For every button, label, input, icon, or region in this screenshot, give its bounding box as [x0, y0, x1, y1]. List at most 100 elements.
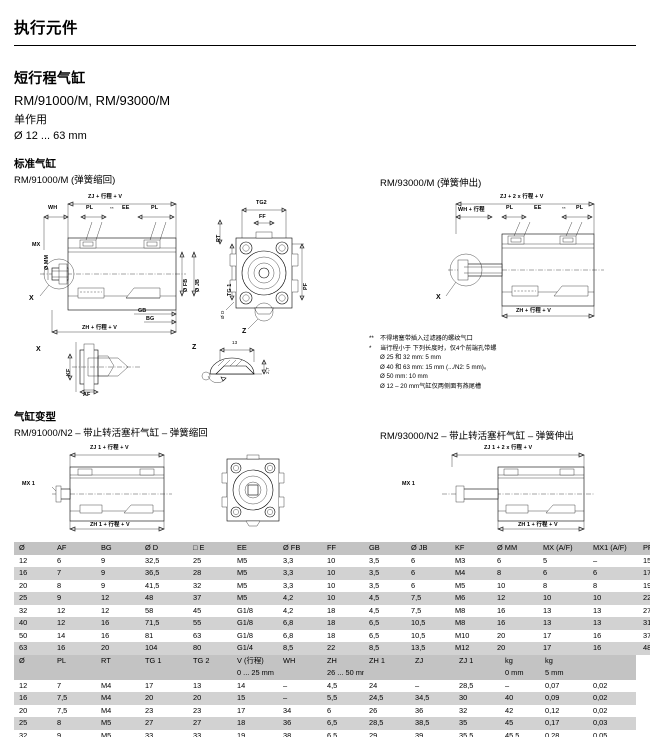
table-cell: 6 [411, 568, 416, 578]
table-cell: M5 [237, 568, 248, 578]
table-cell: 4,5 [369, 605, 380, 615]
sub-zj [410, 667, 454, 680]
sub-tg2 [188, 667, 232, 680]
footnote-row: Ø 40 和 63 mm: 15 mm (.../N2: 5 mm)。 [369, 363, 497, 373]
table-cell: 6,8 [283, 618, 294, 628]
drawing-detail-x: X KF AF [36, 336, 156, 398]
col-fb: Ø FB [278, 542, 322, 555]
table-cell: 40 [505, 693, 514, 703]
table-cell: 12 [101, 605, 110, 615]
table-cell: 34 [283, 705, 292, 715]
table-cell: 20 [497, 643, 506, 653]
sub-blank [588, 667, 636, 680]
footnote-text: Ø 12 – 20 mm气缸仅两侧面有燕尾槽 [380, 383, 482, 391]
table-cell: M5 [237, 580, 248, 590]
table-cell: 8,5 [283, 643, 294, 653]
table-cell: 32 [19, 730, 28, 737]
table-cell: 5,5 [327, 693, 338, 703]
drawing-rm91000m-side: ZJ + 行程 + V WH PL ** EE PL MX Ø MM Ø FB … [26, 192, 226, 342]
table-cell: 22 [643, 593, 650, 603]
label-zh1-stroke-v-2: ZH 1 + 行程 + V [518, 522, 558, 528]
table-cell: 19,5 [643, 580, 650, 590]
variants-section-heading: 气缸变型 [14, 411, 56, 423]
table-cell: 71,5 [145, 618, 160, 628]
table-cell: 35 [459, 718, 468, 728]
drawing-rm91000n2-front [209, 451, 299, 531]
table-cell: 10,5 [411, 630, 426, 640]
col-rt: RT [96, 654, 140, 668]
table-cell: 16 [497, 618, 506, 628]
table-cell: 5 [543, 555, 548, 565]
table-cell: 45 [193, 605, 202, 615]
table-cell: 58 [145, 605, 154, 615]
table-cell: 13 [543, 605, 552, 615]
table-cell: 17 [543, 630, 552, 640]
table-header-row: Ø PL RT TG 1 TG 2 V (行程) WH ZH ZH 1 ZJ Z… [14, 654, 636, 668]
table-cell: 7 [57, 680, 62, 690]
page-title: 执行元件 [14, 20, 79, 37]
standard-left-caption: RM/91000/M (弹簧缩回) [14, 175, 116, 186]
table-cell: 36 [283, 718, 292, 728]
table-cell: M8 [455, 605, 466, 615]
table-cell: 14 [57, 630, 66, 640]
table-cell: 10 [543, 593, 552, 603]
table-cell: 3,5 [369, 568, 380, 578]
label-pl-left: PL [86, 205, 94, 211]
table-cell: 13 [593, 605, 602, 615]
table-cell: 18 [327, 630, 336, 640]
drawing-rm93000n2-side: ZJ 1 + 2 x 行程 + V MX 1 ZH 1 + 行程 + V [402, 443, 649, 535]
label-detail-x-callout-2: X [436, 294, 441, 301]
table-cell: 16 [101, 630, 110, 640]
table-cell: 27,5 [643, 605, 650, 615]
table-cell: 8,5 [369, 643, 380, 653]
table-cell: 13 [543, 618, 552, 628]
table-cell: 6 [327, 705, 332, 715]
table-cell: 17 [543, 643, 552, 653]
table-cell: 20 [19, 580, 28, 590]
table-cell: 50 [19, 630, 28, 640]
table-cell: G1/4 [237, 643, 254, 653]
table-cell: 7,5 [57, 705, 68, 715]
table-cell: 6 [411, 580, 416, 590]
table-cell: 31,5 [643, 618, 650, 628]
col-mx: MX (A/F) [538, 542, 588, 555]
variants-left-caption: RM/91000/N2 – 带止转活塞杆气缸 – 弹簧缩回 [14, 428, 208, 439]
sub-zj1 [454, 667, 500, 680]
footnote-row: * 当行程小于 下列长度时，仅4个前端孔带螺 [369, 344, 497, 354]
table-cell: 12 [19, 680, 28, 690]
col-dia: Ø [14, 542, 52, 555]
col-blank [588, 654, 636, 668]
footnote-text: 不得堵塞带插入过滤器的螺纹气口 [380, 335, 473, 342]
table-cell: G1/8 [237, 605, 254, 615]
label-mm: Ø MM [44, 254, 50, 270]
label-gb: GB [138, 308, 147, 314]
table-cell: 0,28 [545, 730, 560, 737]
table-cell: 13 [193, 680, 202, 690]
table-cell: 10 [327, 568, 336, 578]
label-pl-right-2: PL [576, 205, 584, 211]
label-zj-2x-stroke-v: ZJ + 2 x 行程 + V [500, 194, 544, 200]
table-cell: G1/8 [237, 618, 254, 628]
table-cell: 25 [19, 593, 28, 603]
table-cell: 16 [593, 630, 602, 640]
table-cell: 13 [593, 618, 602, 628]
table-cell: 45 [505, 718, 514, 728]
table-cell: M8 [455, 618, 466, 628]
table-cell: 16 [497, 605, 506, 615]
table-cell: 27 [193, 718, 202, 728]
footnote-mark: ** [369, 335, 374, 342]
sub-dia [14, 667, 52, 680]
table-cell: 10 [593, 593, 602, 603]
table-cell: 3,5 [369, 555, 380, 565]
label-wh-stroke: WH + 行程 [458, 207, 485, 213]
dimension-table-1: Ø AF BG Ø D □ E EE Ø FB FF GB Ø JB KF Ø … [14, 542, 650, 655]
col-ee: EE [232, 542, 278, 555]
sub-kg-a: 0 mm [500, 667, 540, 680]
label-zj1-2x-stroke-v: ZJ 1 + 2 x 行程 + V [484, 445, 533, 451]
col-kg-b: kg [540, 654, 588, 668]
table-cell: 32,5 [145, 555, 160, 565]
table-cell: 4,2 [283, 605, 294, 615]
